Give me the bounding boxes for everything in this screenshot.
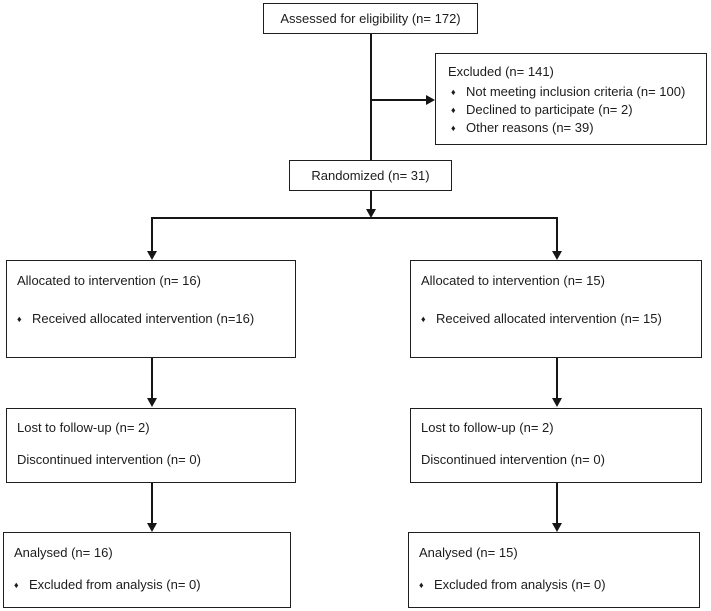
- connector-allocation-to-followup-left: [151, 358, 153, 399]
- node-allocation-right: Allocated to intervention (n= 15) ♦ Recei…: [410, 260, 702, 358]
- diamond-bullet-icon: ♦: [421, 314, 426, 324]
- branch-line: [152, 217, 557, 219]
- arrowhead-down-icon: [552, 523, 562, 532]
- node-assessed-eligibility: Assessed for eligibility (n= 172): [263, 3, 478, 34]
- connector-allocation-to-followup-right: [556, 358, 558, 399]
- list-item-text: Other reasons (n= 39): [466, 120, 594, 135]
- arrowhead-down-icon: [147, 523, 157, 532]
- node-analysed-right: Analysed (n= 15) ♦ Excluded from analysis…: [408, 532, 700, 608]
- list-item-text: Excluded from analysis (n= 0): [434, 577, 606, 592]
- list-item-text: Excluded from analysis (n= 0): [29, 577, 201, 592]
- node-line: Discontinued intervention (n= 0): [17, 452, 201, 467]
- arrowhead-down-icon: [147, 398, 157, 407]
- connector-followup-to-analysed-left: [151, 483, 153, 524]
- list-item: ♦ Received allocated intervention (n= 15): [421, 310, 695, 328]
- diamond-bullet-icon: ♦: [14, 580, 19, 590]
- connector-to-excluded: [371, 99, 427, 101]
- list-item-text: Declined to participate (n= 2): [466, 102, 633, 117]
- list-item-text: Received allocated intervention (n= 15): [436, 311, 662, 326]
- arrowhead-right-icon: [426, 95, 435, 105]
- node-line: Lost to follow-up (n= 2): [421, 420, 554, 435]
- list-item: ♦ Excluded from analysis (n= 0): [419, 576, 693, 594]
- node-title: Allocated to intervention (n= 15): [421, 273, 605, 288]
- node-text: Randomized (n= 31): [311, 168, 430, 183]
- connector-assessed-to-randomized: [370, 33, 372, 160]
- diamond-bullet-icon: ♦: [451, 105, 456, 115]
- node-title: Allocated to intervention (n= 16): [17, 273, 201, 288]
- node-title: Analysed (n= 16): [14, 545, 113, 560]
- node-randomized: Randomized (n= 31): [289, 160, 452, 191]
- diamond-bullet-icon: ♦: [451, 123, 456, 133]
- list-item: ♦ Excluded from analysis (n= 0): [14, 576, 284, 594]
- connector-branch-to-allocation-left: [151, 217, 153, 252]
- connector-randomized-to-branch: [370, 191, 372, 210]
- list-item: ♦ Received allocated intervention (n=16): [17, 310, 289, 328]
- connector-branch-to-allocation-right: [556, 217, 558, 252]
- node-line: Discontinued intervention (n= 0): [421, 452, 605, 467]
- node-followup-left: Lost to follow-up (n= 2) Discontinued in…: [6, 408, 296, 483]
- node-text: Assessed for eligibility (n= 172): [280, 11, 461, 26]
- list-item: ♦ Other reasons (n= 39): [448, 119, 700, 137]
- node-analysed-left: Analysed (n= 16) ♦ Excluded from analysis…: [3, 532, 291, 608]
- arrowhead-down-icon: [366, 209, 376, 218]
- arrowhead-down-icon: [552, 398, 562, 407]
- node-line: Lost to follow-up (n= 2): [17, 420, 150, 435]
- node-followup-right: Lost to follow-up (n= 2) Discontinued in…: [410, 408, 702, 483]
- list-item: ♦ Not meeting inclusion criteria (n= 100): [448, 83, 700, 101]
- diamond-bullet-icon: ♦: [17, 314, 22, 324]
- list-item: ♦ Declined to participate (n= 2): [448, 101, 700, 119]
- node-allocation-left: Allocated to intervention (n= 16) ♦ Recei…: [6, 260, 296, 358]
- node-excluded: Excluded (n= 141) ♦ Not meeting inclusion…: [435, 53, 707, 145]
- diamond-bullet-icon: ♦: [451, 87, 456, 97]
- diamond-bullet-icon: ♦: [419, 580, 424, 590]
- node-title: Analysed (n= 15): [419, 545, 518, 560]
- connector-followup-to-analysed-right: [556, 483, 558, 524]
- arrowhead-down-icon: [147, 251, 157, 260]
- list-item-text: Not meeting inclusion criteria (n= 100): [466, 84, 686, 99]
- node-title: Excluded (n= 141): [448, 64, 554, 79]
- arrowhead-down-icon: [552, 251, 562, 260]
- list-item-text: Received allocated intervention (n=16): [32, 311, 255, 326]
